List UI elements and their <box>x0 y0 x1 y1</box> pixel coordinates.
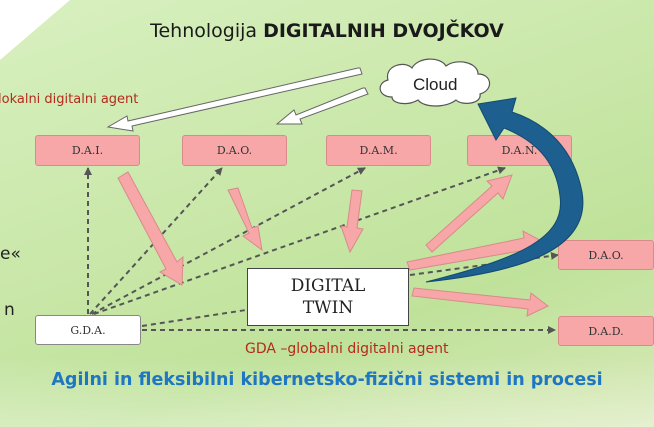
agent-box-dao-right: D.A.O. <box>558 240 654 270</box>
agent-box-dao: D.A.O. <box>182 135 287 166</box>
arrow-dai-twin <box>117 171 184 286</box>
cloud-arrow-to-dai <box>106 67 363 132</box>
big-curved-arrow <box>425 97 584 283</box>
arrow-dao-twin <box>227 187 263 252</box>
cloud-arrow-to-dao <box>275 87 369 125</box>
arrow-twin-dan <box>425 174 513 253</box>
agent-box-dai: D.A.I. <box>35 135 140 166</box>
agent-box-dad: D.A.D. <box>558 316 654 346</box>
agent-to-twin-arrows <box>117 171 549 317</box>
arrow-twin-dad <box>411 287 549 317</box>
link-gda-dan <box>93 166 506 315</box>
page-title: Tehnologija DIGITALNIH DVOJČKOV <box>150 20 504 42</box>
link-gda-dao <box>89 167 223 315</box>
side-fragment-2: n <box>4 300 15 320</box>
cloud-label: Cloud <box>413 75 458 94</box>
bottom-caption: Agilni in fleksibilni kibernetsko-fizičn… <box>51 370 603 390</box>
global-agent-label: GDA –globalni digitalni agent <box>245 341 449 357</box>
cloud-shape <box>379 58 491 107</box>
arrow-dam-twin <box>340 189 364 254</box>
digital-twin-line-2: TWIN <box>302 298 354 318</box>
link-gda-dam <box>91 167 366 315</box>
agent-box-dam: D.A.M. <box>326 135 431 166</box>
digital-twin-box: DIGITAL TWIN <box>247 268 409 326</box>
local-agent-label: lokalni digitalni agent <box>0 92 139 107</box>
digital-twin-line-1: DIGITAL <box>290 276 366 296</box>
gda-box: G.D.A. <box>35 315 141 345</box>
bottom-shade <box>0 355 654 427</box>
side-fragment-1: e« <box>0 244 21 264</box>
